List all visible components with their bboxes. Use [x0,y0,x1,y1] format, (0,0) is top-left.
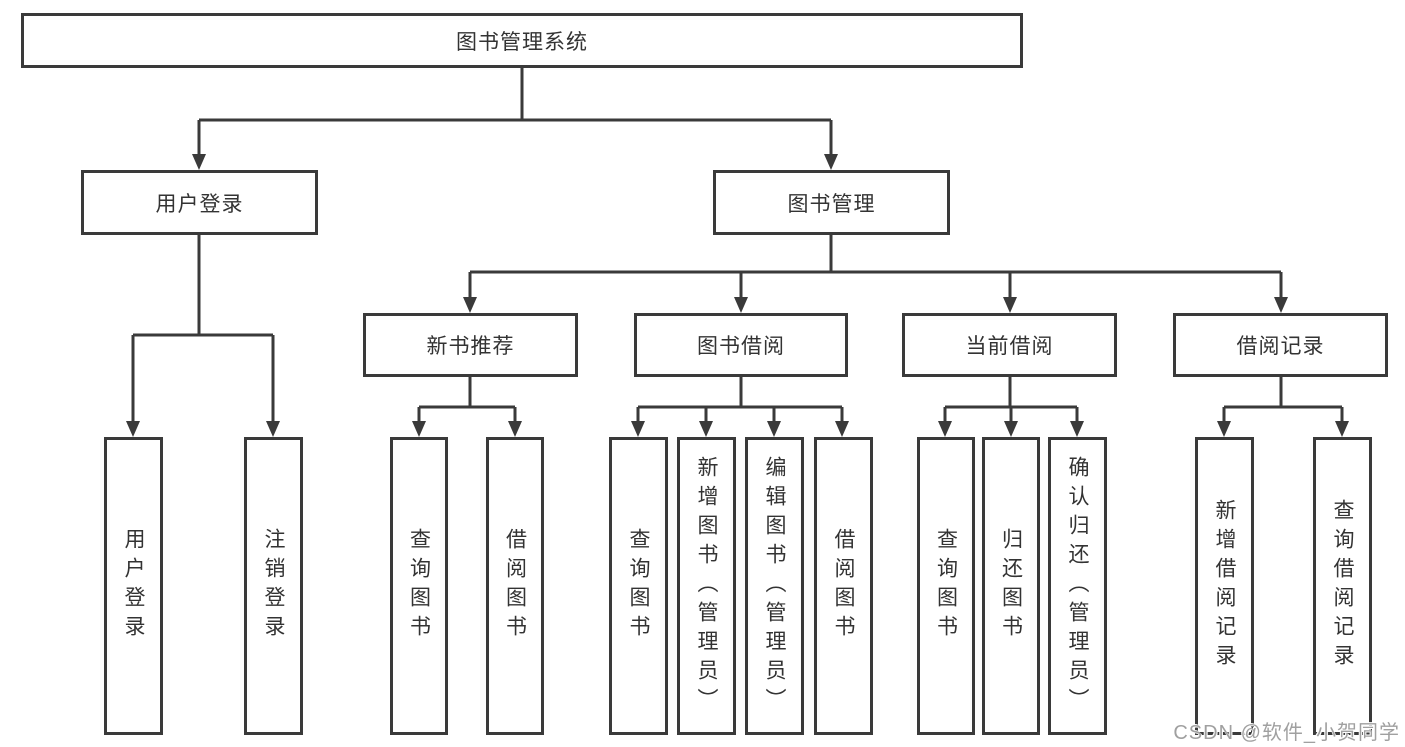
leaf-logout-label: 注销登录 [262,528,286,644]
leaf-confirm-return-admin-label: 确认归还（管理员） [1066,455,1090,717]
node-current-borrow: 当前借阅 [902,313,1117,377]
leaf-borrow-book-2: 借阅图书 [814,437,873,735]
leaf-query-book-3: 查询图书 [917,437,975,735]
leaf-add-book-admin: 新增图书（管理员） [677,437,736,735]
leaf-query-book-2: 查询图书 [609,437,668,735]
node-user-login-label: 用户登录 [155,192,244,216]
leaf-return-book-label: 归还图书 [999,528,1023,644]
leaf-edit-book-admin-label: 编辑图书（管理员） [763,455,787,717]
node-new-book-recommend: 新书推荐 [363,313,578,377]
node-borrow-records-label: 借阅记录 [1236,335,1325,358]
leaf-add-borrow-record: 新增借阅记录 [1195,437,1254,735]
leaf-borrow-book-2-label: 借阅图书 [832,528,856,644]
leaf-query-borrow-record: 查询借阅记录 [1313,437,1372,735]
node-root: 图书管理系统 [21,13,1023,68]
leaf-borrow-book-1: 借阅图书 [486,437,544,735]
leaf-logout: 注销登录 [244,437,303,735]
node-book-borrow: 图书借阅 [634,313,848,377]
leaf-borrow-book-1-label: 借阅图书 [503,528,527,644]
leaf-query-book-1: 查询图书 [390,437,448,735]
node-borrow-records: 借阅记录 [1173,313,1388,377]
node-user-login: 用户登录 [81,170,318,235]
node-new-book-recommend-label: 新书推荐 [426,335,515,358]
leaf-user-login: 用户登录 [104,437,163,735]
leaf-query-book-2-label: 查询图书 [627,528,651,644]
watermark: CSDN @软件_小贺同学 [1173,722,1400,744]
leaf-confirm-return-admin: 确认归还（管理员） [1048,437,1107,735]
node-root-label: 图书管理系统 [456,30,588,54]
leaf-add-book-admin-label: 新增图书（管理员） [695,455,719,717]
leaf-query-book-1-label: 查询图书 [407,528,431,644]
leaf-edit-book-admin: 编辑图书（管理员） [745,437,804,735]
leaf-add-borrow-record-label: 新增借阅记录 [1213,499,1237,673]
node-book-management: 图书管理 [713,170,950,235]
node-current-borrow-label: 当前借阅 [965,335,1054,358]
leaf-user-login-label: 用户登录 [122,528,146,644]
node-book-management-label: 图书管理 [787,192,876,216]
leaf-return-book: 归还图书 [982,437,1040,735]
node-book-borrow-label: 图书借阅 [697,335,785,358]
leaf-query-borrow-record-label: 查询借阅记录 [1331,499,1355,673]
leaf-query-book-3-label: 查询图书 [934,528,958,644]
